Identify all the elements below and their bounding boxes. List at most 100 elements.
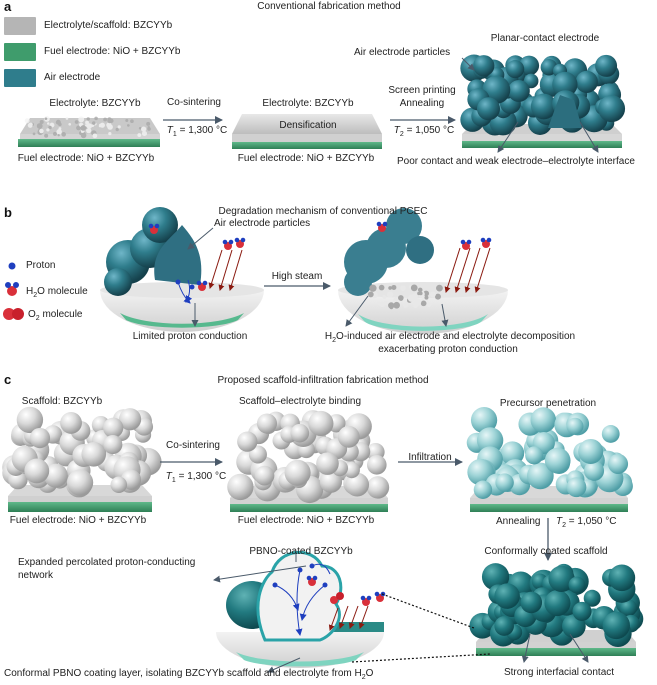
panel-a-letter: a [4, 0, 12, 14]
air-electrode-particle [142, 207, 178, 243]
c-step1-bottom: Fuel electrode: NiO + BZCYYb [9, 515, 147, 526]
legend-electrolyte-swatch [4, 17, 36, 35]
h2o-hydrogen [234, 237, 240, 243]
surface-grain [106, 122, 112, 128]
decomposition-grain [384, 300, 388, 305]
c-network-pointer [213, 565, 307, 583]
scaffold-particle [81, 441, 107, 467]
surface-grain [65, 117, 69, 120]
scaffold-particle [284, 459, 311, 486]
scaffold-particle [227, 473, 254, 501]
o2-atom [330, 596, 338, 604]
surface-grain [61, 132, 66, 137]
surface-grain [141, 130, 148, 137]
surface-grain [76, 125, 81, 131]
surface-grain [52, 131, 58, 136]
surface-grain [92, 133, 98, 139]
scaffold-particle [548, 565, 575, 593]
scaffold-particle [583, 589, 601, 607]
c-detail-steam-lines [328, 605, 369, 631]
scaffold-particle [566, 477, 587, 498]
scaffold-particle [24, 458, 50, 484]
air-electrode-particle [482, 75, 511, 104]
scaffold-particle [254, 465, 275, 486]
surface-grain [125, 118, 129, 122]
b-right-h2o-molecules [376, 221, 492, 250]
decomposition-grain [434, 293, 441, 300]
surface-grain [68, 122, 72, 126]
c-contact-pointer-2 [569, 633, 589, 663]
surface-grain [58, 127, 62, 130]
surface-grain [39, 120, 44, 125]
scaffold-particle [500, 441, 525, 466]
b-arrow-label: High steam [271, 271, 323, 282]
scaffold-particle [316, 452, 339, 475]
scaffold-particle [520, 591, 543, 614]
air-electrode-particle [530, 93, 557, 120]
surface-grain [58, 122, 62, 127]
b-particles-pointer [187, 227, 214, 250]
decomposition-grain [415, 301, 421, 306]
air-electrode-particle [473, 55, 495, 77]
a-planar-electrode [460, 54, 626, 148]
surface-grain [130, 119, 134, 124]
scaffold-particle [601, 425, 620, 443]
scaffold-particle [608, 564, 636, 592]
a-step3-particles-label: Air electrode particles [354, 47, 451, 58]
decomposition-grain [379, 301, 385, 308]
a-arrow2-temp: T2 = 1,050 °C [393, 125, 455, 138]
air-electrode-particle [552, 71, 578, 98]
scaffold-particle [60, 412, 82, 434]
b-left-h2o-molecules [148, 223, 246, 291]
h2o-hydrogen [480, 237, 486, 243]
decomposition-grain [417, 287, 423, 293]
surface-grain [36, 123, 43, 129]
panel-c-title: Proposed scaffold-infiltration fabricati… [217, 375, 429, 386]
c-detail-coated-label: PBNO-coated BZCYYb [249, 546, 353, 557]
c-scaffold-step2 [227, 410, 390, 512]
scaffold-particle [367, 455, 387, 475]
a-step3-bottom: Poor contact and weak electrode–electrol… [397, 156, 635, 167]
b-legend-o2: O2 molecule [28, 309, 83, 322]
c-detail-network-line1: Expanded percolated proton-conducting [18, 557, 196, 568]
h2o-hydrogen [360, 595, 366, 601]
c-detail-bowl [216, 550, 384, 668]
c-step1-top: Scaffold: BZCYYb [21, 396, 103, 407]
b-right-caption-line2: exacerbating proton conduction [378, 344, 518, 355]
air-electrode-particle [476, 97, 501, 121]
scaffold-particle [290, 423, 310, 443]
a-contact-pointer [497, 121, 519, 153]
decomposition-grain [407, 294, 415, 302]
surface-grain [48, 125, 52, 130]
c-step3-top: Precursor penetration [499, 398, 597, 409]
scaffold-particle [602, 611, 630, 640]
b-right-pointer-1 [345, 295, 369, 327]
proton-legend-icon [8, 262, 16, 270]
a-step1-bottom: Fuel electrode: NiO + BZCYYb [17, 153, 155, 164]
scaffold-particle [256, 413, 278, 434]
proton-marker [297, 567, 303, 573]
zoom-line-top [381, 593, 475, 629]
b-right-pointer-2 [441, 303, 449, 327]
surface-grain [94, 116, 98, 121]
surface-grain [39, 128, 44, 134]
scaffold-particle [530, 407, 557, 433]
h2o-hydrogen [382, 221, 388, 227]
surface-grain [117, 125, 121, 129]
scaffold-particle [544, 447, 571, 474]
legend-fuel-swatch [4, 43, 36, 61]
proton-marker [322, 582, 328, 588]
scaffold-particle [494, 616, 514, 636]
scaffold-particle [103, 417, 124, 438]
surface-grain [86, 123, 93, 129]
proton-marker [175, 279, 181, 285]
a-electrolyte-slab [18, 116, 160, 147]
decomposition-grain [367, 291, 374, 298]
panel-a-title: Conventional fabrication method [257, 1, 401, 12]
scaffold-particle [110, 476, 128, 494]
decomposition-grain [378, 284, 385, 291]
proton-marker [272, 582, 278, 588]
h2o-legend-icon [5, 282, 19, 296]
surface-grain [24, 118, 30, 124]
h2o-hydrogen [376, 221, 382, 227]
